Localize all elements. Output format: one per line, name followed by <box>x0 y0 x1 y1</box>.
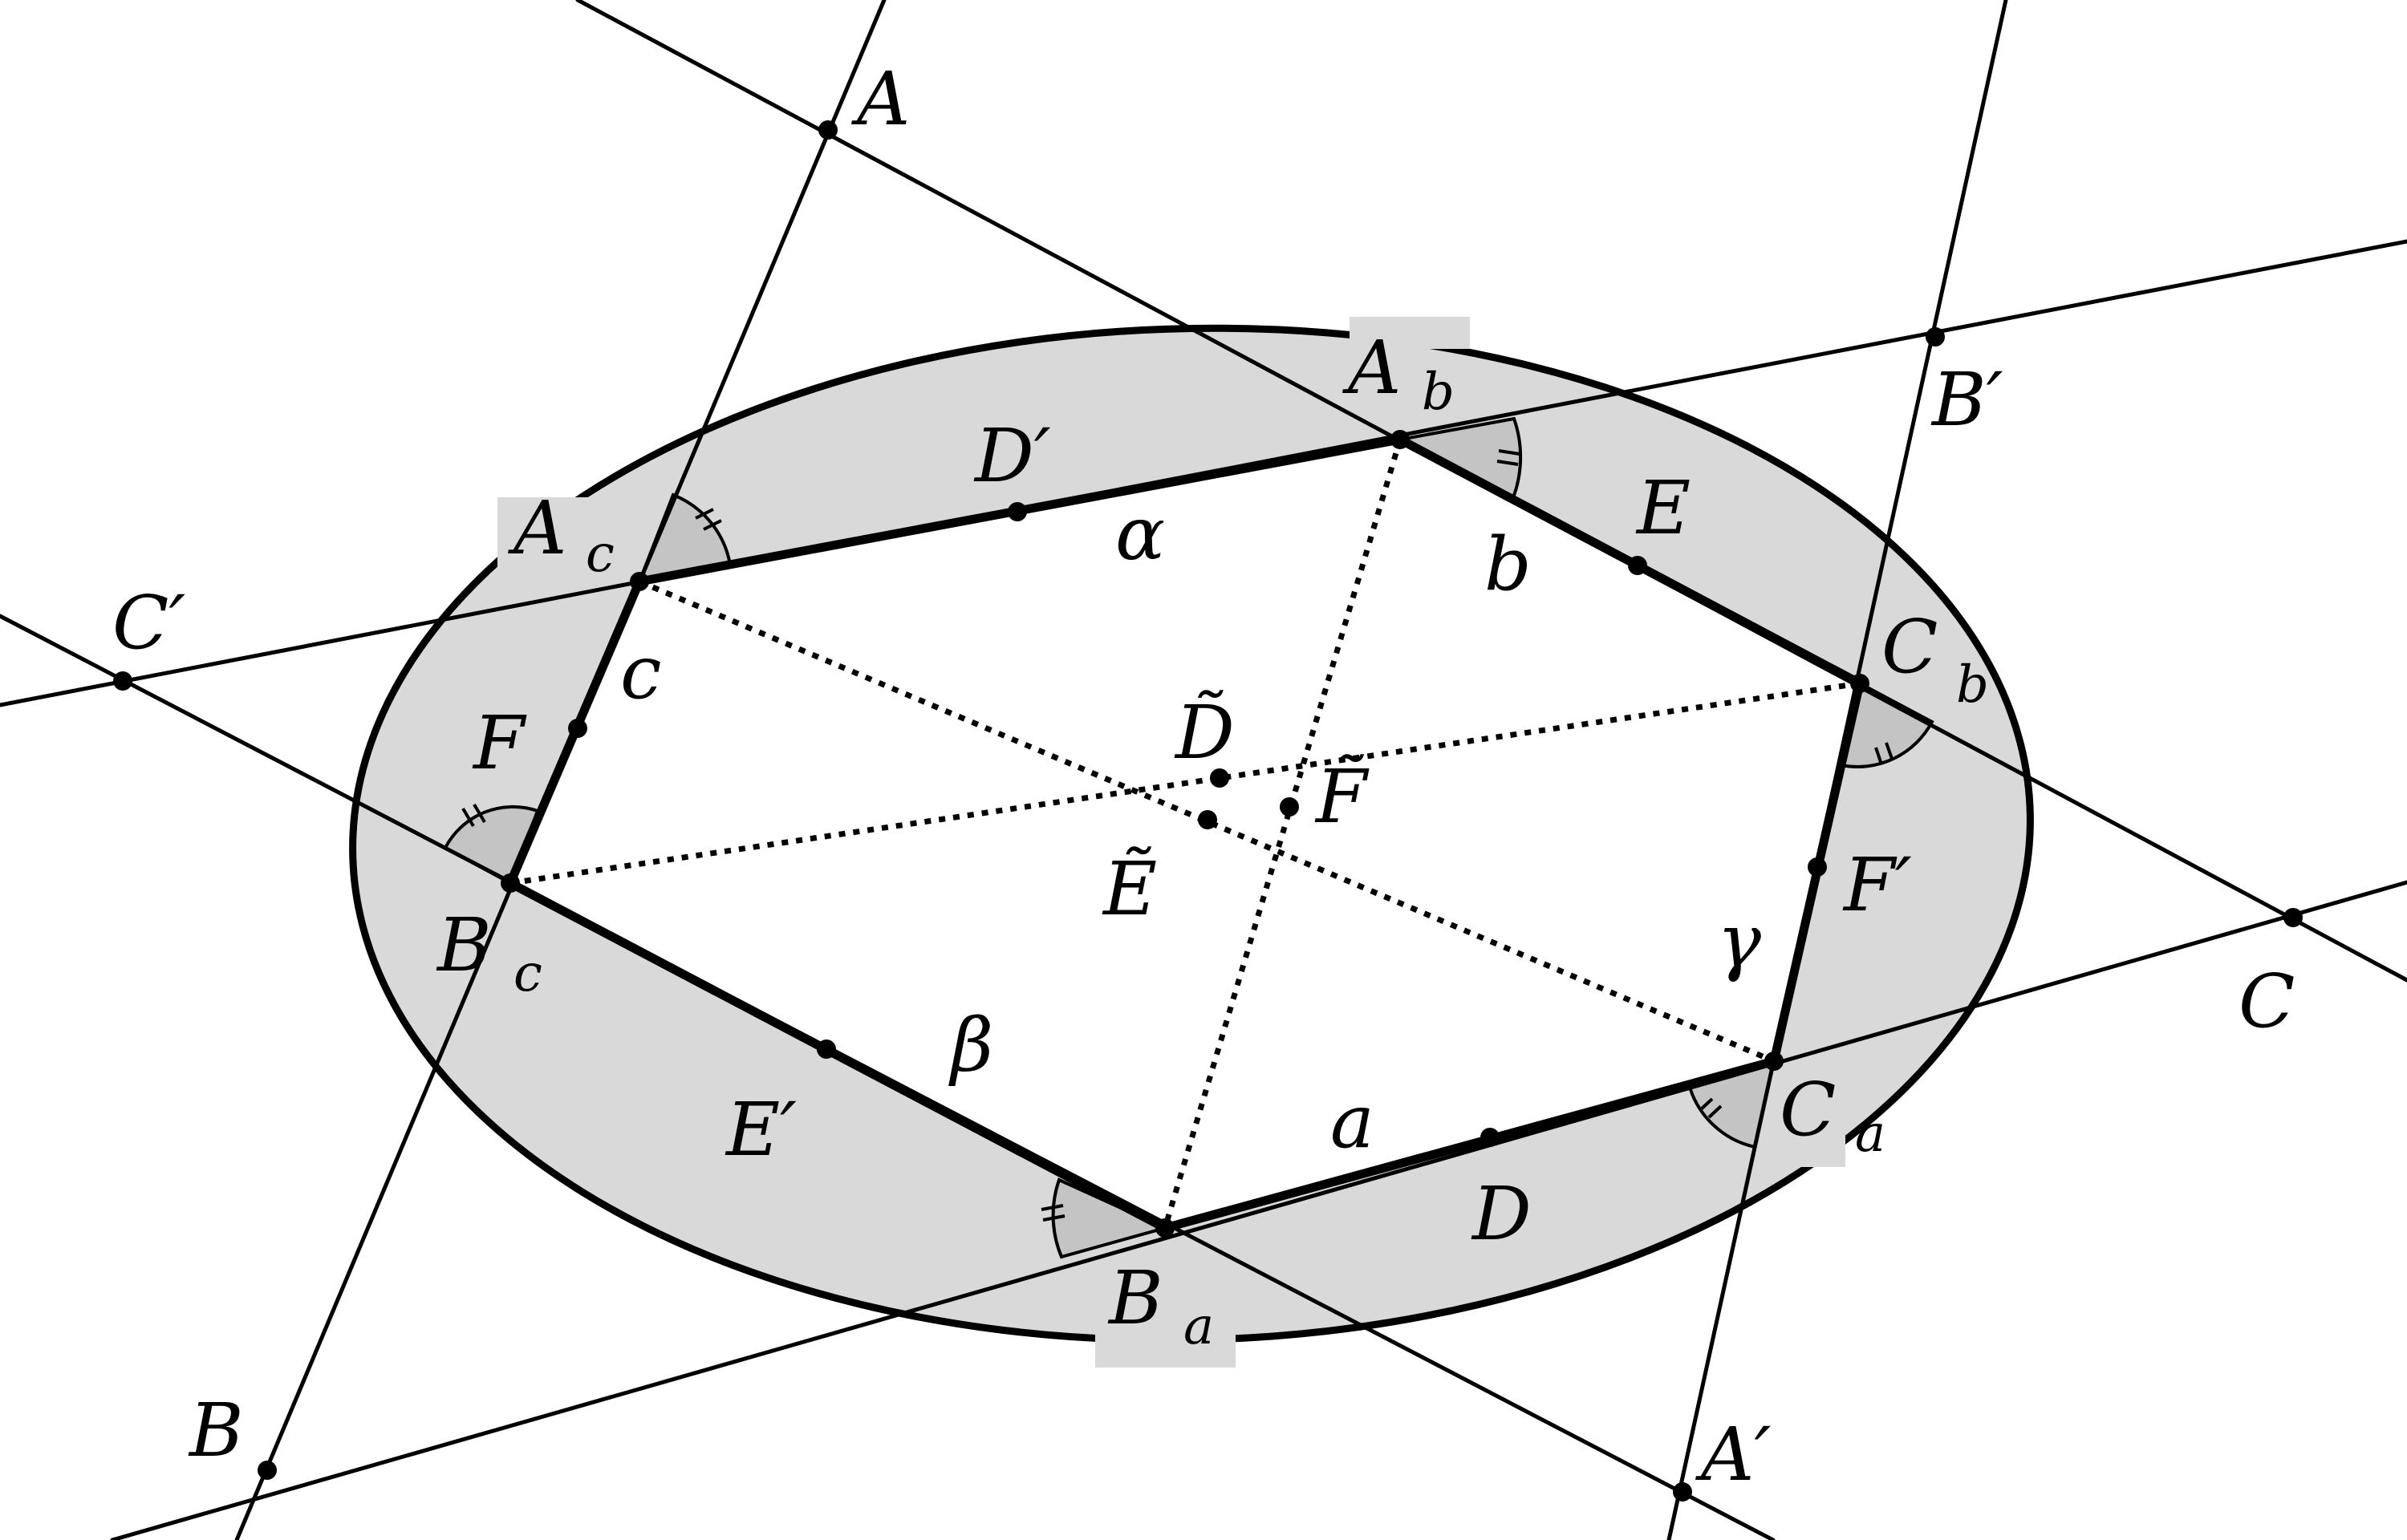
label-ab-sub: b <box>1422 363 1455 422</box>
label-side-b: b <box>1484 521 1532 607</box>
label-ba: B <box>1107 1255 1163 1341</box>
label-alpha: α <box>1115 491 1165 577</box>
label-bc: B <box>436 902 492 988</box>
point-bc <box>501 873 520 893</box>
label-f: F <box>472 700 527 786</box>
label-e: E <box>1635 465 1691 551</box>
label-ca: C <box>1780 1067 1836 1153</box>
point-cb <box>1850 674 1869 693</box>
point-fp <box>1808 857 1827 877</box>
point-ca <box>1764 1052 1784 1071</box>
ellipse-ring-fill <box>352 328 2031 1340</box>
label-c: C <box>2239 958 2295 1044</box>
label-cb: C <box>1881 604 1938 690</box>
label-b: B <box>188 1388 244 1473</box>
point-c <box>2283 908 2303 927</box>
label-d: D <box>1471 1171 1532 1257</box>
label-ac-sub: c <box>586 525 615 584</box>
label-ba-sub: a <box>1183 1297 1214 1356</box>
point-e <box>1628 556 1647 575</box>
angle-ticks <box>461 449 1894 1222</box>
point-ba <box>1155 1218 1175 1238</box>
label-dt: D̃ <box>1174 690 1235 776</box>
label-cp: C′ <box>112 580 185 666</box>
label-ap: A′ <box>1695 1412 1771 1497</box>
label-ep: E′ <box>725 1087 797 1173</box>
point-dt <box>1210 768 1229 788</box>
label-ft: F̃ <box>1314 754 1370 840</box>
label-gamma: γ <box>1717 898 1762 984</box>
point-a <box>818 120 838 140</box>
point-ep <box>817 1040 836 1059</box>
angle-sector-ac <box>636 492 733 584</box>
diagonals <box>509 439 1861 1229</box>
label-gaps <box>497 317 1845 1368</box>
point-f <box>568 719 587 738</box>
label-beta: β <box>948 1003 993 1088</box>
label-dp: D′ <box>973 413 1051 499</box>
point-cp <box>113 671 132 691</box>
label-fp: F′ <box>1842 842 1912 928</box>
point-ac <box>630 572 649 591</box>
angle-sector-cb <box>1839 681 1934 768</box>
line-b-c <box>110 880 2407 1540</box>
label-side-c: c <box>620 630 662 715</box>
label-side-a: a <box>1330 1079 1374 1165</box>
point-dp <box>1008 502 1027 521</box>
point-ap <box>1673 1482 1692 1502</box>
ellipse-outline <box>349 324 2034 1344</box>
point-bp <box>1926 327 1945 346</box>
labels: A B′ C′ C B A′ A b A c C b C a B a B c D… <box>112 56 2295 1497</box>
point-d <box>1480 1128 1500 1147</box>
label-a: A <box>850 56 910 142</box>
point-et <box>1198 810 1217 829</box>
point-ab <box>1390 430 1410 449</box>
label-ab: A <box>1342 325 1401 411</box>
label-ac: A <box>507 485 566 571</box>
label-bc-sub: c <box>513 944 542 1003</box>
label-ca-sub: a <box>1855 1104 1885 1164</box>
points <box>113 120 2303 1502</box>
label-cb-sub: b <box>1956 655 1989 715</box>
point-ft <box>1280 797 1299 817</box>
point-b <box>258 1461 277 1480</box>
label-et: Ẽ <box>1102 846 1157 932</box>
label-bp: B′ <box>1930 357 2003 443</box>
